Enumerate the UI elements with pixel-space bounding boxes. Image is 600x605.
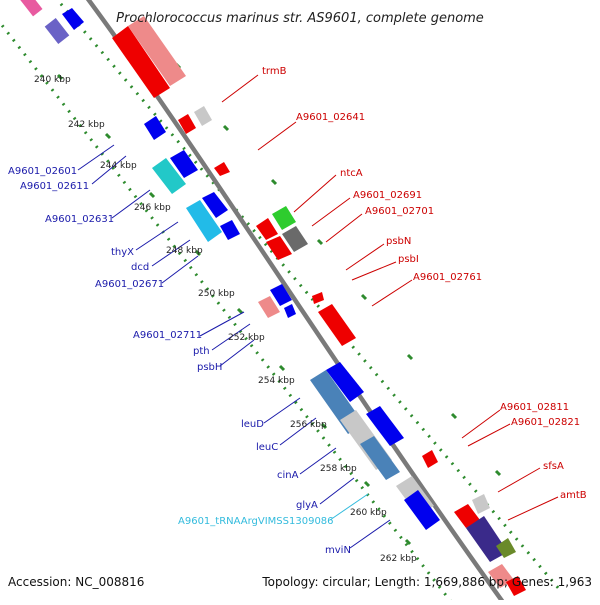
kbp-label: 244 kbp [100,161,137,171]
feature-arrow [152,158,186,194]
forward-features [19,0,440,530]
gene-label-A9601_02671: A9601_02671 [95,279,164,290]
gene-label-A9601_02691: A9601_02691 [353,190,422,201]
gene-label-glyA: glyA [296,500,318,511]
gene-label-A9601_02821: A9601_02821 [511,417,580,428]
feature-arrow [214,162,230,176]
kbp-label: 248 kbp [166,246,203,256]
gene-label-leuC: leuC [256,442,278,453]
gene-label-psbH: psbH [197,362,222,373]
kbp-label: 252 kbp [228,333,265,343]
feature-arrow [186,200,222,242]
gene-label-dcd: dcd [131,262,149,273]
kbp-label: 258 kbp [320,464,357,474]
gene-label-thyX: thyX [111,247,134,258]
forward-gene-labels: A9601_02601 A9601_02611 A9601_02631 thyX… [8,166,351,556]
gene-label-A9601_02711: A9601_02711 [133,330,202,341]
feature-arrow [366,406,404,446]
feature-arrow [220,220,240,240]
kbp-label: 262 kbp [380,554,417,564]
forward-strand-guide [0,20,454,604]
reverse-strand-guide [55,0,562,591]
label-connectors [77,74,559,549]
feature-arrow [202,192,228,218]
feature-arrow [326,362,364,402]
feature-arrow [144,116,166,140]
gene-label-sfsA: sfsA [543,461,564,472]
gene-label-psbI: psbI [398,254,419,265]
feature-arrow [282,226,308,252]
gene-label-mviN: mviN [325,545,351,556]
feature-block [19,0,43,17]
kbp-labels: 240 kbp 242 kbp 244 kbp 246 kbp 248 kbp … [34,75,417,564]
kbp-label: 254 kbp [258,376,295,386]
gene-label-A9601_02701: A9601_02701 [365,206,434,217]
kbp-label: 246 kbp [134,203,171,213]
accession-text: Accession: NC_008816 [8,575,144,589]
feature-arrow [496,538,516,558]
kbp-label: 242 kbp [68,120,105,130]
gene-label-A9601_02761: A9601_02761 [413,272,482,283]
feature-arrow [62,8,84,30]
gene-label-A9601_02811: A9601_02811 [500,402,569,413]
feature-arrow [506,576,526,596]
feature-arrow [194,106,212,126]
gene-label-pth: pth [193,346,210,357]
feature-arrow [404,490,440,530]
kbp-label: 256 kbp [290,420,327,430]
feature-arrow [272,206,296,230]
feature-arrow [284,304,296,318]
gene-label-trmB: trmB [262,66,287,77]
feature-arrow [466,516,508,562]
feature-block [44,18,70,44]
reverse-gene-labels: trmB A9601_02641 ntcA A9601_02691 A9601_… [262,66,587,501]
feature-arrow [128,16,186,86]
kbp-label: 240 kbp [34,75,71,85]
feature-arrow [270,284,292,306]
kbp-label: 250 kbp [198,289,235,299]
feature-arrow [472,494,490,514]
feature-arrow [258,296,280,318]
feature-arrow [256,218,278,240]
gene-label-A9601_02641: A9601_02641 [296,112,365,123]
feature-arrow [170,150,198,178]
feature-arrow [422,450,438,468]
gene-label-amtB: amtB [560,490,587,501]
feature-arrow [360,436,400,480]
feature-arrow [178,114,196,134]
gene-label-cinA: cinA [277,470,299,481]
reverse-features [112,16,526,596]
gene-label-A9601_02631: A9601_02631 [45,214,114,225]
feature-arrow [318,304,356,346]
gene-label-trna: A9601_tRNAArgVIMSS1309086 [178,516,334,527]
topology-text: Topology: circular; Length: 1,669,886 bp… [261,575,592,589]
gene-label-A9601_02611: A9601_02611 [20,181,89,192]
feature-arrow [112,26,170,98]
gene-label-leuD: leuD [241,419,264,430]
genome-backbone [85,0,507,605]
gene-label-A9601_02601: A9601_02601 [8,166,77,177]
gene-label-psbN: psbN [386,236,411,247]
map-title: Prochlorococcus marinus str. AS9601, com… [116,11,484,26]
feature-arrow [454,504,480,528]
feature-arrow [266,236,292,260]
gene-label-ntcA: ntcA [340,168,363,179]
feature-arrow [312,292,324,304]
kbp-label: 260 kbp [350,508,387,518]
